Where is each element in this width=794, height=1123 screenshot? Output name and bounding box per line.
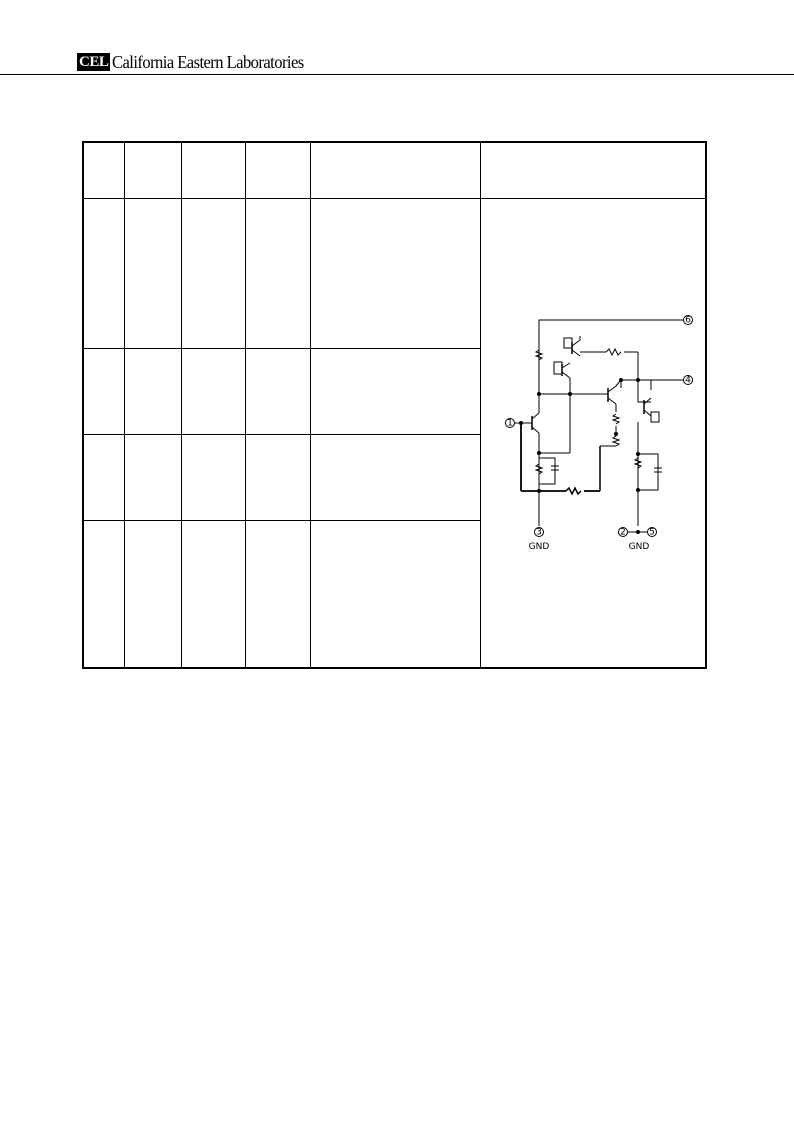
pin-1-label: 1 xyxy=(507,419,513,429)
equivalent-circuit-diagram: 6 4 1 3 2 5 GND GND xyxy=(505,315,693,552)
col-divider xyxy=(124,143,125,667)
col-divider xyxy=(181,143,182,667)
pin-5-label: 5 xyxy=(649,528,655,538)
header-rule xyxy=(0,74,794,75)
pin-5-marker xyxy=(647,527,657,537)
page-header: CEL California Eastern Laboratories xyxy=(77,52,321,72)
row-divider xyxy=(84,348,480,349)
spec-table xyxy=(82,141,707,669)
col-divider xyxy=(310,143,311,667)
pin-2-marker xyxy=(618,527,628,537)
pin-2-label: 2 xyxy=(620,528,626,538)
cel-logo: CEL xyxy=(77,53,111,71)
pin-4-label: 4 xyxy=(685,376,691,386)
gnd-left-label: GND xyxy=(529,542,550,552)
company-name: California Eastern Laboratories xyxy=(112,51,304,72)
pin-3-label: 3 xyxy=(536,528,542,538)
pin-4-marker xyxy=(683,375,693,385)
pin-1-marker xyxy=(505,418,515,428)
row-divider xyxy=(84,434,480,435)
col-divider xyxy=(480,143,481,667)
pin-3-marker xyxy=(534,527,544,537)
row-divider xyxy=(84,520,480,521)
gnd-right-label: GND xyxy=(629,542,650,552)
pin-6-label: 6 xyxy=(685,316,691,326)
pin-6-marker xyxy=(683,315,693,325)
col-divider xyxy=(245,143,246,667)
header-row-rule xyxy=(84,198,705,199)
